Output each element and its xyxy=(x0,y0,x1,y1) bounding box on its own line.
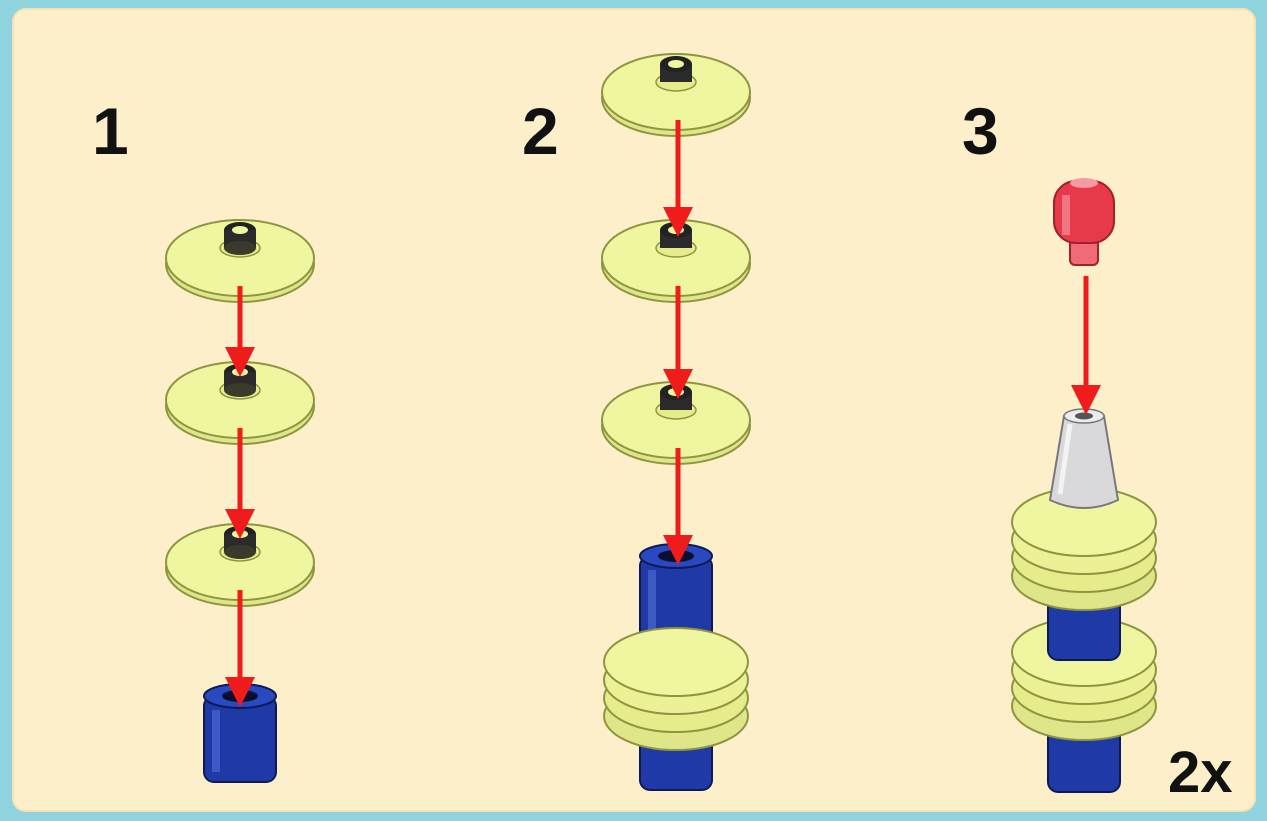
disc-part xyxy=(601,219,751,303)
step-number-2: 2 xyxy=(522,94,559,168)
step-3-assembly xyxy=(1011,178,1157,793)
stacked-discs xyxy=(603,627,749,791)
step-1-assembly xyxy=(165,219,315,783)
stacked-discs xyxy=(1011,487,1157,661)
disc-part xyxy=(165,361,315,445)
blue-cylinder-part xyxy=(203,683,277,783)
disc-part xyxy=(165,523,315,607)
step-2-assembly xyxy=(601,53,751,791)
grey-cone-part xyxy=(1048,408,1120,509)
step-number-1: 1 xyxy=(92,94,129,168)
quantity-multiplier: 2x xyxy=(1168,740,1233,805)
disc-part xyxy=(165,219,315,303)
step-number-3: 3 xyxy=(962,94,999,168)
disc-part xyxy=(601,53,751,137)
red-cap-part xyxy=(1053,178,1115,266)
